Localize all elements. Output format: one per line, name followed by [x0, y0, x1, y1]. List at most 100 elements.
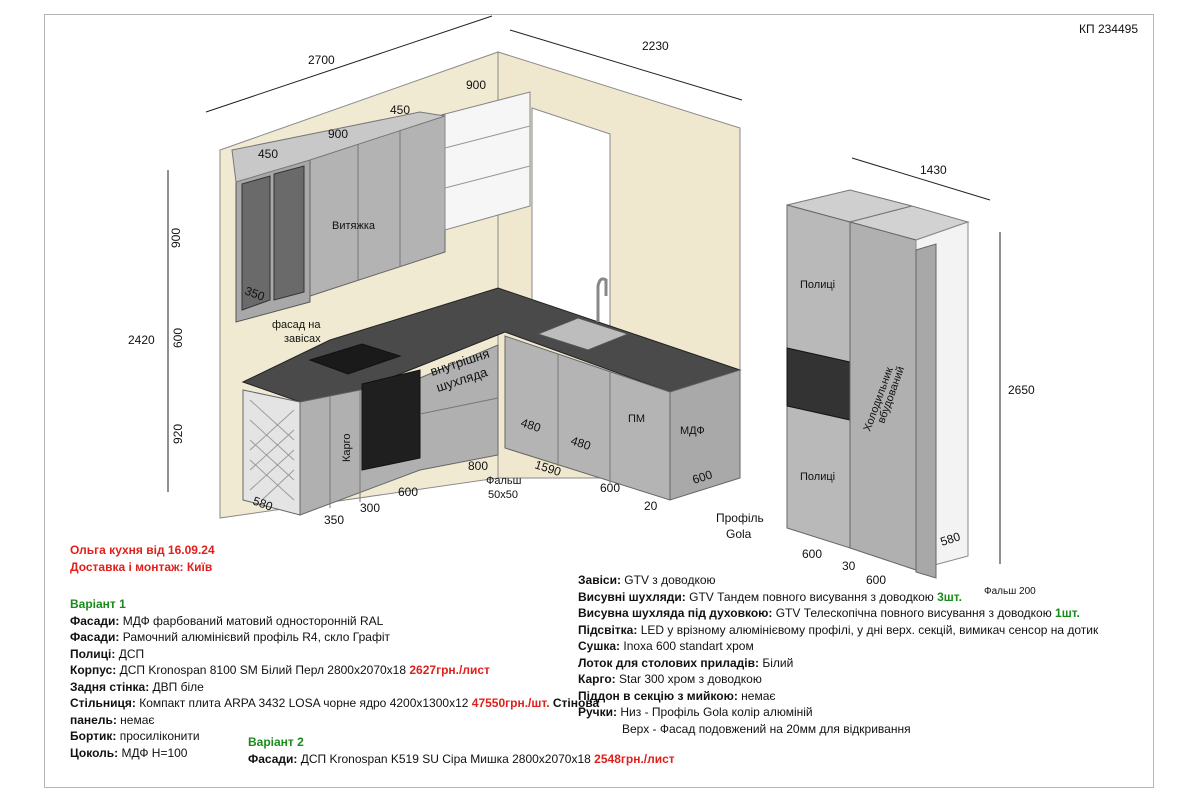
spec-value: GTV з доводкою [620, 573, 716, 587]
variant-1-line: Задня стінка: ДВП біле [70, 679, 599, 696]
label-mdf: МДФ [680, 425, 705, 437]
variant-2-block: Варіант 2 Фасади: ДСП Kronospan K519 SU … [248, 734, 675, 767]
label-false-panel-200: Фальш 200 [984, 586, 1036, 597]
line-value: Компакт плита ARPA 3432 LOSA чорне ядро … [135, 696, 472, 710]
variant-1-block: Варіант 1 Фасади: МДФ фарбований матовий… [70, 596, 599, 761]
spec-line: Ручки: Низ - Профіль Gola колір алюміній [578, 704, 1098, 721]
dim-tall-580: 580 [939, 529, 963, 549]
spec-value: Низ - Профіль Gola колір алюміній [617, 705, 813, 719]
variant-1-line: Фасади: МДФ фарбований матовий односторо… [70, 613, 599, 630]
variant-1-line: Бортик: просиліконити [70, 728, 599, 745]
open-shelves [444, 91, 531, 231]
line-key: Стільниця: [70, 696, 136, 710]
dim-top-450-a: 450 [258, 147, 278, 161]
spec-value: Star 300 хром з доводкою [615, 672, 762, 686]
line-key: Полиці: [70, 646, 116, 661]
sink [536, 317, 630, 351]
variant-1-line: панель: немає [70, 712, 599, 729]
variant-1-heading: Варіант 1 [70, 597, 126, 611]
spec-line: Завіси: GTV з доводкою [578, 572, 1098, 589]
line-key: панель: [70, 712, 117, 727]
dim-base-600-c: 600 [691, 467, 715, 487]
variant-1-line: Цоколь: МДФ Н=100 [70, 745, 599, 762]
spec-value: Inoxa 600 standart хром [620, 639, 754, 653]
variant-1-line: Фасади: Рамочний алюмінієвий профіль R4,… [70, 629, 599, 646]
line-value: просиліконити [116, 729, 200, 743]
dim-depth-580-base: 580 [251, 494, 275, 514]
line-value: немає [116, 712, 155, 727]
label-gola-1: Профіль [716, 511, 764, 525]
spec-key: Підсвітка: [578, 622, 638, 637]
spec-qty: 3шт. [937, 589, 962, 604]
spec-line: Висувні шухляди: GTV Тандем повного вису… [578, 589, 1098, 606]
label-hinged-facade-2: завісах [284, 333, 321, 345]
line-value: ДВП біле [149, 679, 204, 694]
spec-value: GTV Тандем повного висування з доводкою [685, 589, 938, 604]
line-tail: Стінова [549, 696, 600, 710]
spec-key: Сушка: [578, 639, 621, 653]
label-gola-2: Gola [726, 527, 752, 541]
line-key: Фасади: [70, 630, 120, 644]
spec-key: Карго: [578, 672, 616, 686]
dim-wall-right: 2230 [642, 39, 669, 53]
variant-1-line: Стільниця: Компакт плита ARPA 3432 LOSA … [70, 695, 599, 712]
variant-2-heading: Варіант 2 [248, 735, 304, 749]
line-value: МДФ фарбований матовий односторонній RAL [119, 613, 384, 628]
project-header: Ольга кухня від 16.09.24 Доставка і монт… [70, 542, 215, 575]
label-hinged-facade-1: фасад на [272, 319, 321, 331]
line-key: Бортик: [70, 729, 117, 743]
dim-top-900-b: 900 [466, 78, 486, 92]
variant-1-line: Корпус: ДСП Kronospan 8100 SM Білий Перл… [70, 662, 599, 679]
dim-base-600-b: 600 [600, 481, 620, 495]
dim-base-480-b: 480 [569, 434, 593, 454]
false-panel-200 [915, 243, 937, 579]
label-false-panel-50-2: 50х50 [488, 489, 518, 501]
spec-line: Піддон в секцію з мийкою: немає [578, 688, 1098, 705]
dim-tall-height: 2650 [1008, 383, 1035, 397]
variant-1-line: Полиці: ДСП [70, 646, 599, 663]
line-key: Задня стінка: [70, 679, 150, 694]
line-key: Корпус: [70, 663, 117, 677]
line-value: Рамочний алюмінієвий профіль R4, скло Гр… [119, 630, 391, 644]
dim-top-450-b: 450 [390, 103, 410, 117]
spec-value: Білий [758, 655, 794, 670]
variant-2-line: Фасади: ДСП Kronospan K519 SU Сіра Мишка… [248, 751, 675, 766]
oven [361, 369, 421, 471]
document-id: КП 234495 [1079, 22, 1138, 36]
label-dishwasher: ПМ [628, 413, 645, 425]
cooktop [308, 343, 402, 375]
dim-base-480-a: 480 [519, 416, 543, 436]
spec-value: немає [737, 688, 776, 703]
page-frame [44, 14, 1154, 788]
line-price: 2627грн./лист [409, 663, 490, 677]
dim-base-350: 350 [324, 513, 344, 527]
dim-tall-30: 30 [842, 559, 856, 573]
spec-qty: 1шт. [1055, 606, 1080, 620]
spec-line: Сушка: Inoxa 600 standart хром [578, 638, 1098, 655]
label-hood: Витяжка [332, 220, 376, 232]
project-delivery: Доставка і монтаж: Київ [70, 559, 213, 574]
spec-key: Висувні шухляди: [578, 589, 686, 604]
line-value: МДФ Н=100 [118, 745, 188, 760]
spec-line: Лоток для столових приладів: Білий [578, 655, 1098, 672]
line-key: Фасади: [70, 613, 120, 628]
spec-key: Висувна шухляда під духовкою: [578, 606, 773, 620]
spec-value: Верх - Фасад подовжений на 20мм для відк… [622, 721, 911, 736]
line-value: ДСП [115, 646, 145, 661]
dim-base-20: 20 [644, 499, 658, 513]
dim-v-920: 920 [171, 424, 185, 444]
line-key: Цоколь: [70, 745, 119, 760]
label-shelves-top: Полиці [800, 279, 835, 291]
spec-line: Верх - Фасад подовжений на 20мм для відк… [578, 721, 1098, 738]
spec-line: Підсвітка: LED у врізному алюмінієвому п… [578, 622, 1098, 639]
dim-base-600-a: 600 [398, 485, 418, 499]
dim-top-900-a: 900 [328, 127, 348, 141]
dim-wall-left: 2700 [308, 53, 335, 67]
dim-base-800: 800 [468, 459, 488, 473]
dim-total-height: 2420 [128, 333, 155, 347]
project-title: Ольга кухня від 16.09.24 [70, 543, 215, 557]
dim-v-900: 900 [169, 228, 183, 248]
label-shelves-bottom: Полиці [800, 471, 835, 483]
